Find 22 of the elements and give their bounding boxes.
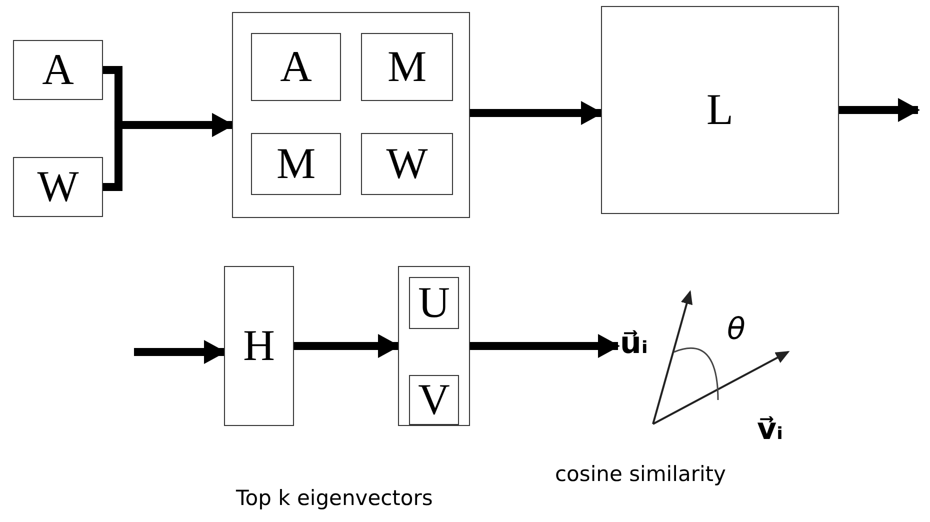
vector-label: u⃗ᵢ	[620, 326, 648, 361]
matrix-box: V	[409, 375, 459, 425]
node-label: cosine similarity	[555, 462, 726, 486]
node-label: Top k eigenvectors	[236, 486, 433, 510]
angle-label: θ	[727, 312, 746, 347]
group-box	[398, 266, 470, 426]
matrix-box: M	[361, 33, 453, 101]
matrix-box: M	[251, 133, 341, 195]
arrow	[134, 340, 226, 364]
matrix-box: A	[13, 40, 103, 100]
matrix-box: U	[409, 277, 459, 329]
arrow	[470, 101, 603, 125]
matrix-box: W	[13, 157, 103, 217]
matrix-box: A	[251, 33, 341, 101]
matrix-box: L	[601, 6, 839, 214]
arrow	[470, 334, 620, 358]
matrix-box: H	[224, 266, 294, 426]
group-box	[232, 12, 470, 218]
arrow	[294, 334, 400, 358]
arrow	[839, 98, 920, 122]
matrix-box: W	[361, 133, 453, 195]
vector-label: v⃗ᵢ	[757, 412, 784, 447]
